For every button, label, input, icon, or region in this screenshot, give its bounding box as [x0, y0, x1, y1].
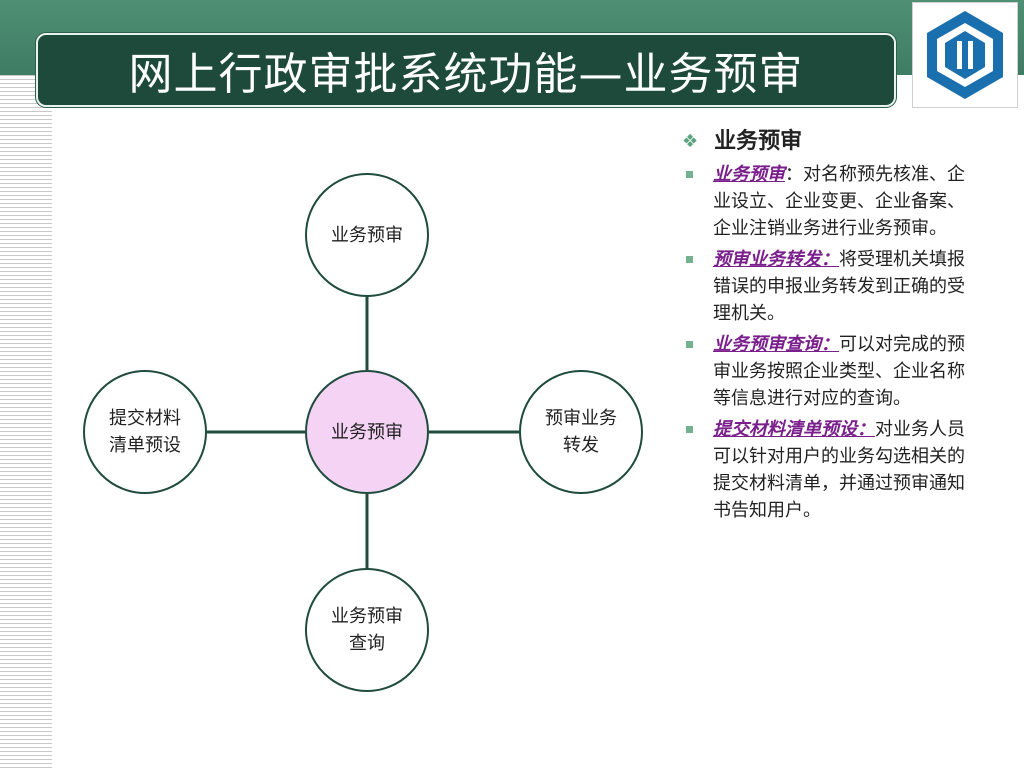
node-center-label: 业务预审: [331, 421, 403, 443]
list-item: 预审业务转发：将受理机关填报错误的申报业务转发到正确的受理机关。: [682, 246, 992, 327]
square-bullet-icon: [686, 426, 693, 433]
list-item-text: 业务预审查询：可以对完成的预审业务按照企业类型、企业名称等信息进行对应的查询。: [713, 331, 981, 412]
list-item-text: 预审业务转发：将受理机关填报错误的申报业务转发到正确的受理机关。: [713, 246, 981, 327]
node-bottom-line2: 查询: [349, 633, 385, 654]
list-item-key: 业务预审查询：: [713, 334, 839, 355]
page-title: 网上行政审批系统功能—业务预审: [128, 49, 804, 100]
node-top-label: 业务预审: [331, 224, 403, 246]
square-bullet-icon: [686, 341, 693, 348]
panel-heading: ❖ 业务预审: [682, 128, 992, 155]
node-center: 业务预审: [305, 370, 429, 494]
list-item-desc: ：对名称预先核准、企业设立、企业变更、企业备案、企业注销业务进行业务预审。: [713, 164, 965, 239]
description-panel: ❖ 业务预审 业务预审：对名称预先核准、企业设立、企业变更、企业备案、企业注销业…: [682, 128, 992, 528]
node-right-line1: 预审业务: [545, 408, 617, 429]
node-bottom-line1: 业务预审: [331, 606, 403, 627]
square-bullet-icon: [686, 171, 693, 178]
node-left: 提交材料 清单预设: [83, 370, 207, 494]
square-bullet-icon: [686, 256, 693, 263]
list-item-desc: 对业务人员可以针对用户的业务勾选相关的提交材料清单，并通过预审通知书告知用户。: [713, 419, 965, 521]
list-item: 业务预审查询：可以对完成的预审业务按照企业类型、企业名称等信息进行对应的查询。: [682, 331, 992, 412]
node-right: 预审业务 转发: [519, 370, 643, 494]
list-item-desc: 可以对完成的预审业务按照企业类型、企业名称等信息进行对应的查询。: [713, 334, 965, 409]
node-left-line1: 提交材料: [109, 408, 181, 429]
list-item-text: 业务预审：对名称预先核准、企业设立、企业变更、企业备案、企业注销业务进行业务预审…: [713, 161, 981, 242]
list-item-desc: 将受理机关填报错误的申报业务转发到正确的受理机关。: [713, 249, 965, 324]
list-item: 提交材料清单预设：对业务人员可以针对用户的业务勾选相关的提交材料清单，并通过预审…: [682, 416, 992, 524]
list-item: 业务预审：对名称预先核准、企业设立、企业变更、企业备案、企业注销业务进行业务预审…: [682, 161, 992, 242]
left-stripe-decoration: [0, 75, 52, 768]
list-item-key: 业务预审: [713, 164, 785, 185]
title-banner: 网上行政审批系统功能—业务预审: [36, 33, 896, 107]
panel-heading-text: 业务预审: [714, 129, 803, 154]
list-item-text: 提交材料清单预设：对业务人员可以针对用户的业务勾选相关的提交材料清单，并通过预审…: [713, 416, 981, 524]
node-left-line2: 清单预设: [109, 435, 181, 456]
node-bottom: 业务预审 查询: [305, 568, 429, 692]
diamond-bullet-icon: ❖: [682, 131, 699, 152]
list-item-key: 预审业务转发：: [713, 249, 839, 270]
node-top: 业务预审: [305, 173, 429, 297]
logo: [912, 2, 1018, 108]
list-item-key: 提交材料清单预设：: [713, 419, 875, 440]
node-right-line2: 转发: [563, 435, 599, 456]
bank-logo-icon: [927, 11, 1003, 99]
